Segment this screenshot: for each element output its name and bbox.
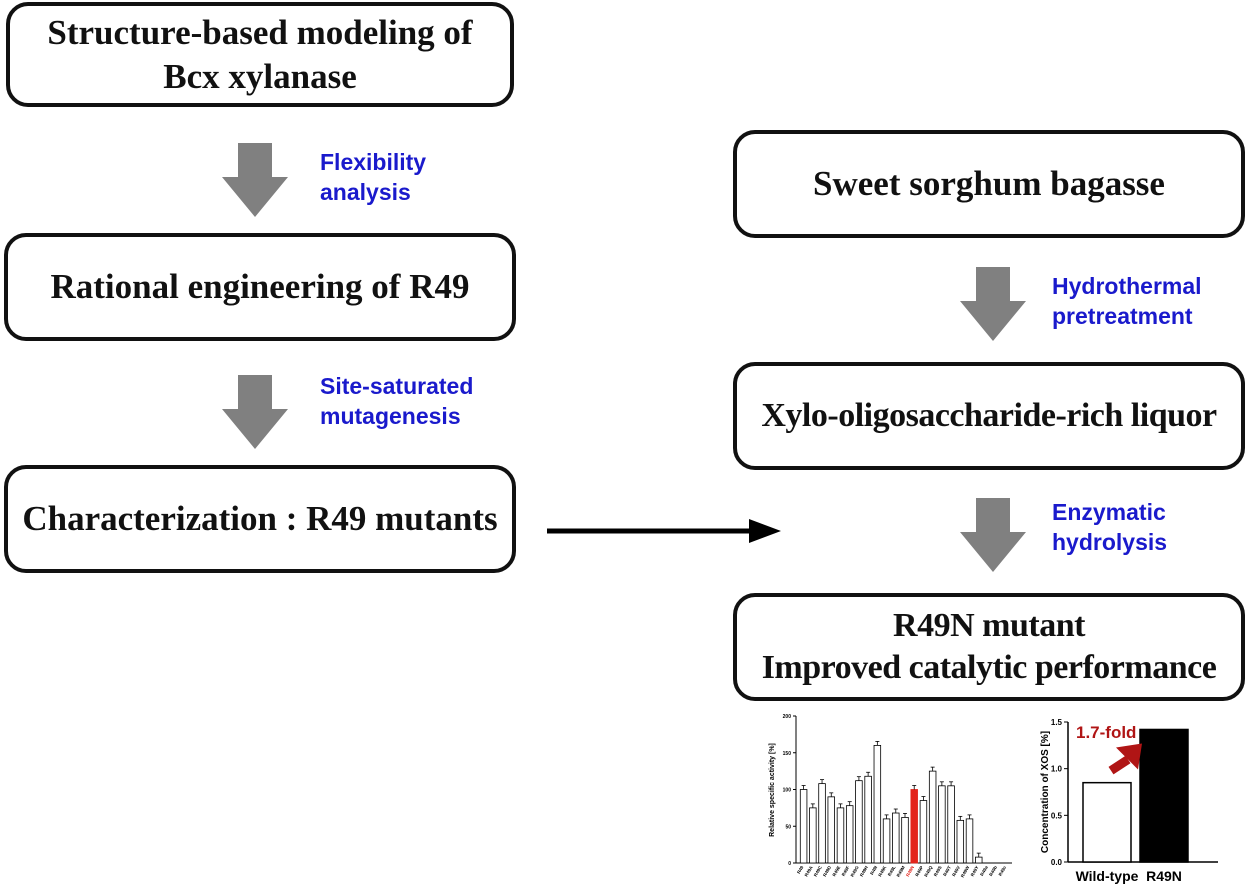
chart1-xtick-label: R49M bbox=[896, 865, 906, 878]
fold-change-label: 1.7-fold bbox=[1076, 723, 1136, 742]
chart1-bar bbox=[818, 783, 826, 864]
label-line: Enzymatic bbox=[1052, 499, 1166, 525]
label-line: mutagenesis bbox=[320, 402, 461, 429]
chart1-bar bbox=[947, 785, 955, 864]
chart1-bar bbox=[956, 819, 965, 864]
chart1-bar bbox=[928, 770, 937, 864]
chart1-bar bbox=[855, 780, 863, 864]
chart1-xtick-label: R49P bbox=[914, 865, 924, 877]
chart2-bar bbox=[1139, 728, 1189, 863]
chart2-ytick-label: 1.5 bbox=[1051, 718, 1063, 727]
chart1-bar bbox=[809, 807, 817, 864]
chart1-xtick-label: R49A bbox=[804, 864, 814, 877]
box-structure-modeling: Structure-based modeling of Bcx xylanase bbox=[6, 2, 514, 107]
chart1-bar bbox=[938, 785, 946, 864]
chart2-xtick-label: Wild-type bbox=[1076, 868, 1139, 884]
chart1-ytick-label: 200 bbox=[783, 714, 792, 720]
down-arrow-1-icon bbox=[222, 143, 288, 217]
chart1-ytick-label: 0 bbox=[788, 861, 791, 867]
connector-arrow-icon bbox=[547, 519, 781, 543]
chart1-xtick-label: R49T bbox=[942, 865, 952, 877]
chart1-bar bbox=[799, 789, 808, 864]
chart1-xtick-label: R49V bbox=[951, 865, 961, 877]
box-sweet-sorghum: Sweet sorghum bagasse bbox=[733, 130, 1245, 238]
label-hydrothermal: Hydrothermal pretreatment bbox=[1052, 272, 1202, 332]
fold-arrow-head-icon bbox=[1116, 743, 1142, 770]
chart1-xtick-label: R49I bbox=[869, 865, 878, 876]
label-line: analysis bbox=[320, 178, 411, 205]
chart1-bar bbox=[975, 856, 983, 864]
label-line: Hydrothermal bbox=[1052, 273, 1202, 299]
chart1-ytick-label: 100 bbox=[783, 788, 792, 794]
label-line: Site-saturated bbox=[320, 373, 474, 399]
chart1-ytick-label: 50 bbox=[785, 824, 791, 830]
box-xos-liquor: Xylo-oligosaccharide-rich liquor bbox=[733, 362, 1245, 470]
chart2-ylabel: Concentration of XOS [%] bbox=[1040, 731, 1051, 853]
chart2-bar bbox=[1082, 781, 1132, 863]
chart1-ylabel: Relative specific activity [%] bbox=[769, 743, 776, 837]
chart2-ytick-label: 1.0 bbox=[1051, 765, 1063, 774]
chart1-bar bbox=[882, 818, 891, 864]
box-line-2: Improved catalytic performance bbox=[761, 649, 1217, 686]
chart1-xtick-label: R49c bbox=[998, 865, 1008, 877]
chart1-bar bbox=[892, 812, 900, 864]
label-flexibility-analysis: Flexibility analysis bbox=[320, 148, 426, 208]
down-arrow-2-icon bbox=[222, 375, 288, 449]
label-line: pretreatment bbox=[1052, 302, 1193, 329]
chart1-bar bbox=[965, 818, 974, 864]
chart1-xtick-label: R49G bbox=[850, 865, 860, 878]
label-line: Flexibility bbox=[320, 149, 427, 175]
fold-arrow-shaft bbox=[1108, 755, 1131, 775]
chart1-xtick-label: R49N bbox=[905, 865, 915, 877]
box-text: Sweet sorghum bagasse bbox=[813, 164, 1165, 204]
box-line-1: Structure-based modeling of bbox=[47, 12, 473, 52]
chart1-bar bbox=[836, 807, 845, 864]
chart1-xtick-label: R49S bbox=[933, 865, 943, 877]
chart1-bar bbox=[901, 817, 909, 864]
box-text: Rational engineering of R49 bbox=[50, 267, 470, 307]
chart1-bar bbox=[827, 796, 835, 864]
chart1-xtick-label: R49E bbox=[831, 865, 841, 877]
box-line-1: R49N mutant bbox=[893, 606, 1085, 644]
chart-xos-concentration: Concentration of XOS [%] 0.0 0.5 1.0 1.5Wil… bbox=[1040, 718, 1218, 884]
chart1-xtick-label: R49L bbox=[887, 865, 897, 877]
label-site-saturated: Site-saturated mutagenesis bbox=[320, 372, 473, 432]
box-characterization: Characterization : R49 mutants bbox=[4, 465, 516, 573]
down-arrow-3-icon bbox=[960, 267, 1026, 341]
down-arrow-4-icon bbox=[960, 498, 1026, 572]
box-line-2: Bcx xylanase bbox=[163, 56, 357, 96]
chart1-xtick-label: R49 bbox=[796, 865, 805, 875]
chart1-xtick-label: R49D bbox=[822, 864, 832, 877]
chart1-xtick-label: R49W bbox=[960, 864, 971, 878]
chart1-xtick-label: R49K bbox=[877, 864, 887, 877]
chart2-xtick-label: R49N bbox=[1146, 868, 1182, 884]
chart1-bar bbox=[910, 789, 918, 864]
chart1-xtick-label: R49F bbox=[841, 865, 851, 877]
box-rational-engineering: Rational engineering of R49 bbox=[4, 233, 516, 341]
chart1-xtick-label: R49b bbox=[988, 865, 998, 877]
box-r49n-mutant: R49N mutant Improved catalytic performan… bbox=[733, 593, 1245, 701]
chart-relative-activity: Relative specific activity [%] 0 50 100 150… bbox=[769, 714, 1012, 878]
chart1-bar bbox=[919, 800, 928, 864]
chart1-ytick-label: 150 bbox=[783, 751, 792, 757]
chart1-xtick-label: R49Q bbox=[923, 865, 933, 878]
chart1-xtick-label: R49Y bbox=[970, 865, 980, 877]
chart2-ytick-label: 0.0 bbox=[1051, 858, 1063, 867]
box-text: Xylo-oligosaccharide-rich liquor bbox=[761, 396, 1217, 434]
label-enzymatic: Enzymatic hydrolysis bbox=[1052, 498, 1167, 558]
chart1-bar bbox=[873, 745, 882, 864]
chart1-bar bbox=[864, 775, 872, 864]
chart1-xtick-label: R49C bbox=[813, 864, 823, 877]
box-text: Characterization : R49 mutants bbox=[22, 499, 498, 539]
chart2-ytick-label: 0.5 bbox=[1051, 811, 1063, 820]
chart1-bar bbox=[845, 805, 854, 864]
chart1-xtick-label: R49H bbox=[859, 865, 869, 877]
label-line: hydrolysis bbox=[1052, 528, 1168, 555]
chart1-xtick-label: R49a bbox=[979, 865, 989, 877]
